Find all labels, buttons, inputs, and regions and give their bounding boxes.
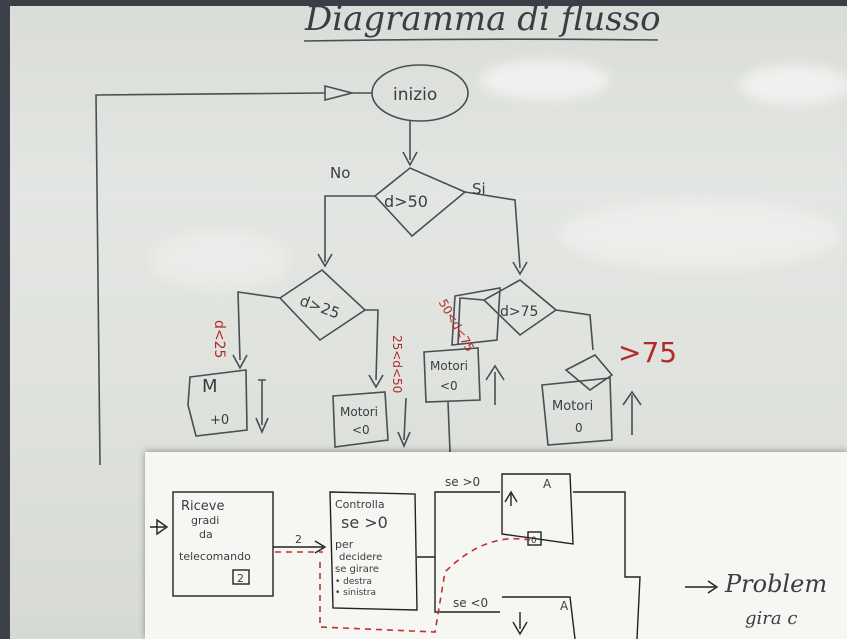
motor-box-right — [541, 377, 613, 446]
arrow-num: 2 — [295, 533, 302, 546]
motor-right-label: Motori — [552, 399, 593, 414]
motor-mid-sub: <0 — [352, 423, 370, 437]
motor-left-label: M — [202, 376, 218, 397]
receive-text-2: gradi — [191, 514, 219, 527]
motor-mid-label: Motori — [340, 405, 378, 419]
receive-box-number — [232, 569, 250, 585]
motor-box-left — [187, 369, 248, 437]
paper-drawing: Riceve gradi da telecomando 2 2 Controll… — [150, 473, 827, 639]
motor-center-label: Motori — [430, 359, 468, 373]
motor-box-center — [423, 347, 481, 403]
check-text-6: • destra — [335, 577, 372, 587]
label-box-mid — [451, 287, 501, 346]
red-path — [319, 537, 531, 633]
check-box — [329, 491, 418, 611]
decision-main-label: d>50 — [384, 192, 428, 211]
start-oval — [371, 64, 469, 122]
light-glare — [560, 200, 840, 270]
title-underline — [303, 38, 659, 42]
receive-text-3: da — [199, 528, 213, 541]
note-line-1: Problem — [724, 570, 827, 598]
light-glare — [480, 60, 610, 100]
paper-sheet: Riceve gradi da telecomando 2 2 Controll… — [145, 452, 847, 639]
check-text-5: se girare — [335, 564, 379, 575]
check-text-4: decidere — [339, 552, 382, 563]
light-glare — [740, 65, 847, 105]
decision-left-label: d>25 — [297, 292, 342, 323]
loop-arrowhead — [324, 84, 356, 102]
motor-box-mid — [332, 391, 389, 448]
board-left-frame — [0, 0, 10, 639]
motor-a-bottom: A — [560, 599, 569, 613]
light-glare — [150, 230, 290, 290]
note-line-2: gira c — [745, 608, 797, 629]
loop-line — [95, 92, 326, 466]
start-label: inizio — [393, 85, 437, 105]
receive-box — [172, 491, 274, 597]
motor-right-sub: 0 — [575, 421, 583, 435]
check-text-3: per — [335, 538, 354, 551]
branch-bottom-label: se <0 — [453, 596, 488, 610]
branch-yes-label: Si — [472, 180, 486, 198]
decision-right-label: d>75 — [500, 304, 538, 320]
board-top-frame — [0, 0, 847, 6]
receive-text-4: telecomando — [179, 550, 251, 563]
motor-a-top: A — [543, 477, 552, 491]
decision-small — [564, 353, 614, 392]
receive-box-num: 2 — [237, 572, 244, 585]
condition-mid-left: 25<d<50 — [390, 335, 404, 393]
condition-low: d<25 — [211, 320, 227, 358]
small-box — [527, 531, 542, 546]
branch-no-label: No — [330, 164, 350, 182]
branch-top-label: se >0 — [445, 475, 480, 489]
condition-high: >75 — [618, 336, 677, 369]
diagram-title: Diagramma di flusso — [304, 0, 661, 39]
check-text-1: Controlla — [335, 498, 385, 511]
condition-mid: 50<d<75 — [436, 297, 477, 354]
receive-text-1: Riceve — [181, 499, 224, 514]
small-box-label: 0 — [531, 536, 537, 546]
motor-center-sub: <0 — [440, 379, 458, 393]
motor-box-top — [501, 473, 574, 545]
check-text-2: se >0 — [341, 513, 388, 532]
motor-box-bottom — [502, 596, 576, 639]
motor-left-sub: +0 — [210, 413, 229, 428]
check-text-7: • sinistra — [335, 588, 376, 598]
